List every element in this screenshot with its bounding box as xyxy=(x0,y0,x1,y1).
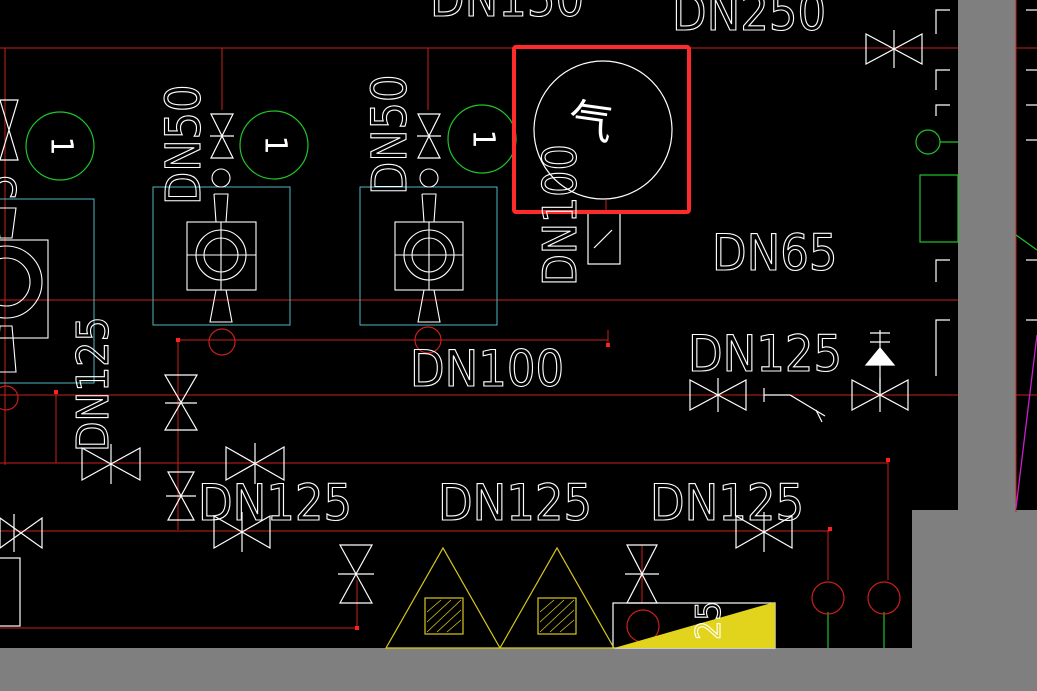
valve-dn125-right-2[interactable] xyxy=(851,378,909,412)
tank-2 xyxy=(498,546,616,649)
label-dn65: DN65 xyxy=(712,224,838,282)
pump-tag-2-text: 1 xyxy=(258,135,293,154)
label-dn150: DN150 xyxy=(430,0,584,28)
pipe-size-labels: DN150 DN250 DN50 DN50 DN100 DN65 DN100 D… xyxy=(0,0,843,641)
highlight-box xyxy=(512,45,691,214)
label-dn125-mid: DN125 xyxy=(438,474,592,532)
valve-riser-1[interactable] xyxy=(210,113,234,159)
label-dn50-a: DN50 xyxy=(156,85,212,206)
label-dn100: DN100 xyxy=(410,340,564,398)
label-bottom-partial: 25 xyxy=(689,601,729,640)
valve-riser-left[interactable] xyxy=(0,99,19,161)
valve-bottom-vertical-1[interactable] xyxy=(338,544,374,604)
valve-bottom-right[interactable] xyxy=(735,514,793,550)
label-left-partial: 5 xyxy=(0,174,27,200)
relief-symbol xyxy=(764,394,826,417)
valve-dn125-right-1[interactable] xyxy=(689,378,747,412)
valve-lower-left-1[interactable] xyxy=(81,446,141,482)
valve-mid-left[interactable] xyxy=(163,374,199,431)
label-dn50-b: DN50 xyxy=(362,75,418,196)
tank-wedge-fill xyxy=(614,602,775,648)
label-dn125-mid-left: DN125 xyxy=(198,474,352,532)
pump-1[interactable] xyxy=(186,168,257,323)
pump-tag-1: 1 xyxy=(25,111,95,181)
valve-lower-left-2[interactable] xyxy=(166,471,196,521)
valve-lower-mid-1[interactable] xyxy=(225,445,285,482)
pump-tag-2: 1 xyxy=(239,110,309,180)
pump-tag-3-text: 1 xyxy=(466,129,501,148)
valve-lower-mid-2[interactable] xyxy=(213,514,271,550)
pipe-network xyxy=(0,47,1037,630)
label-dn125-left-vertical: DN125 xyxy=(68,316,119,452)
valve-lower-left-edge[interactable] xyxy=(0,516,43,550)
label-dn125-mid-right: DN125 xyxy=(650,474,804,532)
pump-tag-1-text: 1 xyxy=(44,136,79,155)
pump-left-partial[interactable] xyxy=(0,207,49,373)
tank-1 xyxy=(384,546,502,649)
yellow-tanks xyxy=(384,546,775,649)
pump-2[interactable] xyxy=(394,168,464,323)
valve-riser-2[interactable] xyxy=(417,113,441,159)
magenta-line xyxy=(1015,334,1037,509)
label-dn100-vertical: DN100 xyxy=(533,144,587,286)
pressure-gauge[interactable]: 气 xyxy=(533,60,673,200)
gauge-glyph: 气 xyxy=(565,94,616,151)
pipe-joint-dots xyxy=(54,338,890,630)
equipment-box-left xyxy=(0,557,21,627)
valve-top-right[interactable] xyxy=(865,32,923,66)
green-equipment-right xyxy=(827,129,1037,648)
wall-section-brackets xyxy=(935,9,1037,376)
label-dn125-top-right: DN125 xyxy=(688,325,842,383)
label-dn250: DN250 xyxy=(672,0,826,42)
